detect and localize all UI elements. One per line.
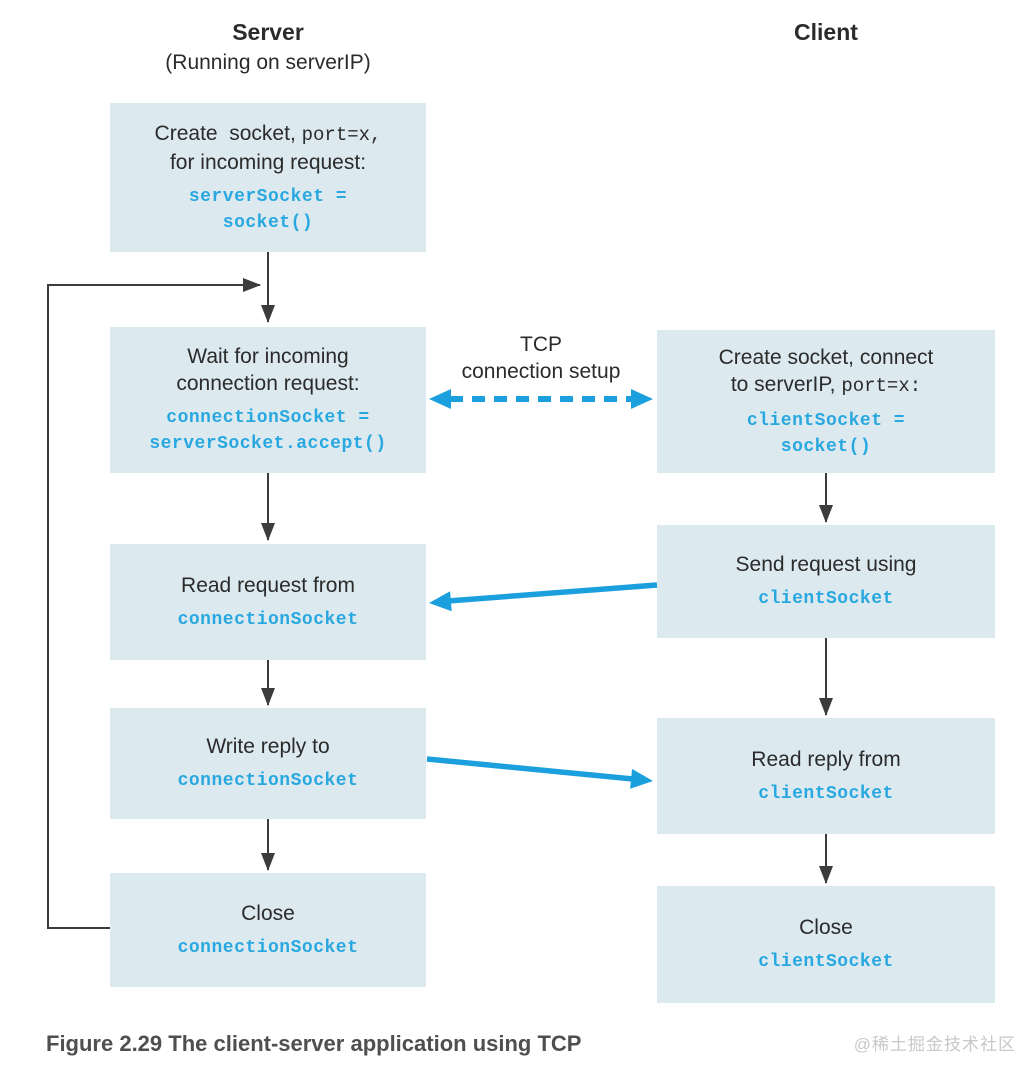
code-line: socket() bbox=[222, 212, 314, 233]
client-box-send-request: Send request using clientSocket bbox=[657, 525, 995, 638]
server-box-read-request: Read request from connectionSocket bbox=[110, 544, 426, 660]
box-text-line: Read request from bbox=[181, 573, 355, 597]
server-column-header: Server (Running on serverIP) bbox=[110, 17, 426, 79]
box-text-line: Create socket, port=x, bbox=[155, 120, 382, 149]
box-text-line: Wait for incoming bbox=[187, 345, 349, 368]
client-box-create-socket: Create socket, connect to serverIP, port… bbox=[657, 330, 995, 473]
box-text-line: Create socket, connect bbox=[718, 345, 934, 369]
box-text-line: Read reply from bbox=[751, 747, 901, 771]
code-line: clientSocket bbox=[758, 589, 894, 609]
code-line: connectionSocket = bbox=[166, 408, 370, 428]
box-text-line: connection request: bbox=[176, 372, 360, 395]
inline-code: port=x: bbox=[841, 374, 922, 397]
text-run: Create socket, bbox=[154, 121, 302, 145]
box-text-line: Close bbox=[241, 901, 295, 925]
arrow-write-reply-to-read-reply bbox=[426, 756, 634, 782]
code-line: serverSocket.accept() bbox=[149, 434, 387, 454]
client-box-close: Close clientSocket bbox=[657, 886, 995, 1003]
tcp-setup-arrowhead-right bbox=[631, 389, 653, 409]
server-title: Server bbox=[232, 19, 304, 45]
arrow-write-reply-arrowhead bbox=[630, 768, 653, 789]
code-line: connectionSocket bbox=[177, 937, 359, 958]
client-title: Client bbox=[794, 19, 858, 45]
tcp-connection-setup-label: TCP connection setup bbox=[428, 331, 654, 385]
figure-caption: Figure 2.29 The client-server applicatio… bbox=[46, 1031, 582, 1056]
tcp-label-line: connection setup bbox=[461, 360, 621, 383]
code-line: serverSocket = bbox=[188, 186, 348, 207]
watermark: @稀土掘金技术社区 bbox=[853, 1035, 1016, 1054]
text-run: to serverIP, bbox=[730, 372, 842, 396]
box-text-line: Write reply to bbox=[206, 735, 330, 758]
code-line: clientSocket = bbox=[746, 410, 906, 431]
arrow-send-request-arrowhead bbox=[429, 591, 452, 612]
server-box-write-reply: Write reply to connectionSocket bbox=[110, 708, 426, 819]
arrow-send-request-to-read-request bbox=[447, 582, 658, 604]
server-box-close: Close connectionSocket bbox=[110, 873, 426, 987]
server-box-create-socket: Create socket, port=x, for incoming requ… bbox=[110, 103, 426, 252]
code-line: clientSocket bbox=[758, 783, 894, 804]
client-box-read-reply: Read reply from clientSocket bbox=[657, 718, 995, 834]
server-box-wait: Wait for incoming connection request: co… bbox=[110, 327, 426, 473]
tcp-label-line: TCP bbox=[520, 333, 562, 356]
box-text-line: for incoming request: bbox=[169, 150, 367, 174]
code-line: connectionSocket bbox=[177, 609, 359, 630]
box-text-line: Send request using bbox=[735, 553, 917, 576]
box-text-line: to serverIP, port=x: bbox=[731, 371, 921, 400]
box-text-line: Close bbox=[799, 916, 853, 939]
code-line: connectionSocket bbox=[177, 771, 359, 791]
tcp-setup-arrowhead-left bbox=[429, 389, 451, 409]
server-subtitle: (Running on serverIP) bbox=[165, 51, 371, 74]
client-column-header: Client bbox=[657, 17, 995, 47]
inline-code: port=x, bbox=[301, 123, 382, 146]
code-line: clientSocket bbox=[758, 952, 894, 972]
code-line: socket() bbox=[780, 436, 872, 457]
